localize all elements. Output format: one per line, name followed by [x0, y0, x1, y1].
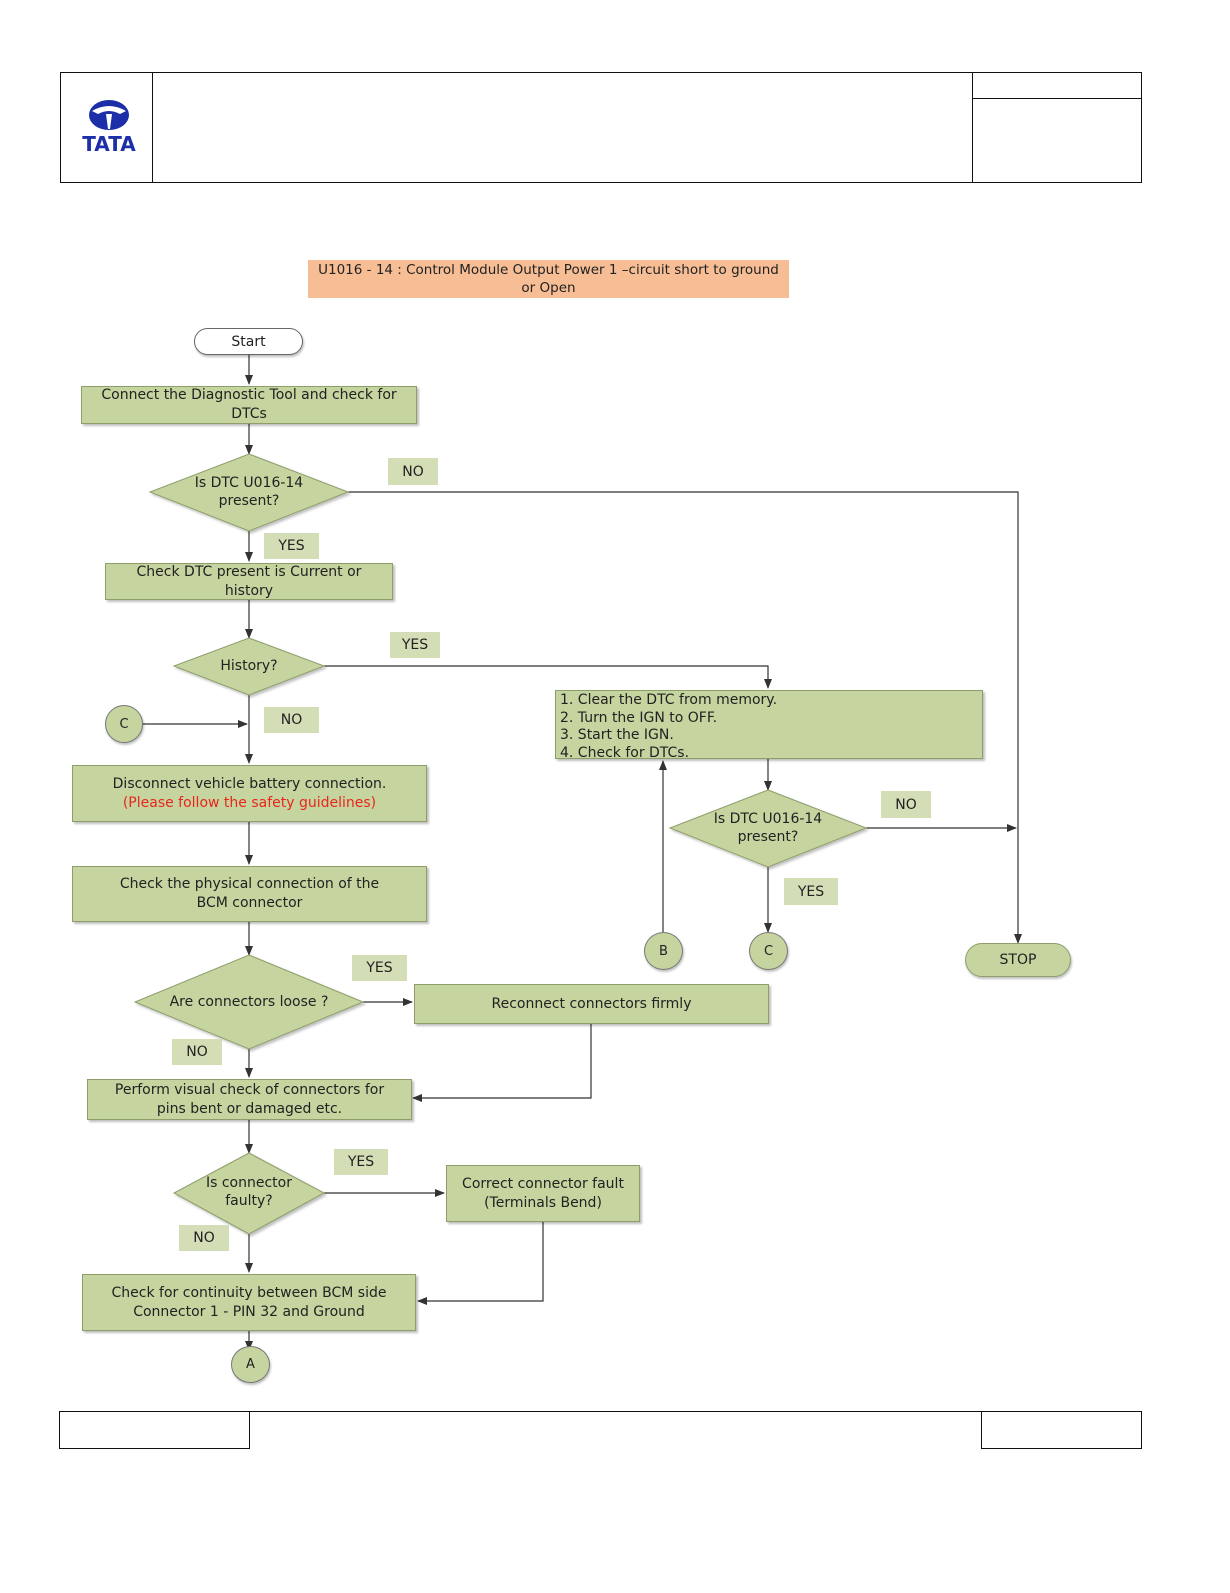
step-connect-tool: Connect the Diagnostic Tool and check fo…	[81, 386, 417, 424]
tata-logo-icon	[89, 100, 129, 130]
company-logo: TATA	[70, 94, 148, 158]
step-clear-dtc: 1. Clear the DTC from memory. 2. Turn th…	[555, 690, 983, 761]
decision-connectors-loose-shape	[133, 954, 365, 1050]
decision-dtc-present-shape	[148, 453, 350, 532]
step-reconnect: Reconnect connectors firmly	[414, 984, 769, 1024]
label-yes-dtc-present-2: YES	[784, 878, 838, 905]
label-yes-dtc-present: YES	[264, 533, 319, 559]
decision-dtc-present-2-shape	[668, 789, 868, 868]
label-no-connector-faulty: NO	[179, 1225, 229, 1251]
clear-dtc-line-4: 4. Check for DTCs.	[560, 744, 690, 761]
label-no-connectors-loose: NO	[172, 1039, 222, 1065]
header-frame	[60, 72, 1142, 183]
step-continuity: Check for continuity between BCM side Co…	[82, 1274, 416, 1331]
connector-a: A	[231, 1346, 270, 1383]
connector-b: B	[644, 932, 683, 970]
header-right-divider	[972, 72, 973, 183]
start-terminal: Start	[194, 328, 303, 355]
step-check-physical: Check the physical connection of the BCM…	[72, 866, 427, 922]
decision-connector-faulty-shape	[172, 1152, 326, 1235]
safety-guidelines-note: (Please follow the safety guidelines)	[122, 794, 377, 811]
label-yes-history: YES	[390, 632, 440, 658]
connector-c-left: C	[105, 705, 143, 743]
step-visual-check: Perform visual check of connectors for p…	[87, 1079, 412, 1120]
logo-wordmark: TATA	[82, 132, 136, 156]
stop-terminal: STOP	[965, 943, 1071, 977]
flowchart-title: U1016 - 14 : Control Module Output Power…	[308, 260, 789, 298]
footer-left-box	[59, 1411, 250, 1449]
decision-history-shape	[172, 637, 326, 696]
disconnect-battery-text: Disconnect vehicle battery connection.	[112, 775, 387, 792]
clear-dtc-line-1: 1. Clear the DTC from memory.	[560, 692, 778, 708]
label-no-history: NO	[264, 707, 319, 733]
connector-c-right: C	[749, 932, 788, 970]
step-disconnect-battery: Disconnect vehicle battery connection. (…	[72, 765, 427, 822]
step-correct-fault: Correct connector fault (Terminals Bend)	[446, 1165, 640, 1222]
label-no-dtc-present: NO	[388, 458, 438, 485]
label-no-dtc-present-2: NO	[881, 791, 931, 818]
clear-dtc-line-2: 2. Turn the IGN to OFF.	[560, 709, 718, 726]
label-yes-connector-faulty: YES	[334, 1149, 388, 1175]
footer-right-box	[981, 1411, 1142, 1449]
header-right-hline	[972, 98, 1142, 99]
clear-dtc-line-3: 3. Start the IGN.	[560, 727, 674, 743]
label-yes-connectors-loose: YES	[352, 955, 407, 981]
step-check-current-history: Check DTC present is Current or history	[105, 563, 393, 600]
header-logo-divider	[152, 72, 153, 183]
